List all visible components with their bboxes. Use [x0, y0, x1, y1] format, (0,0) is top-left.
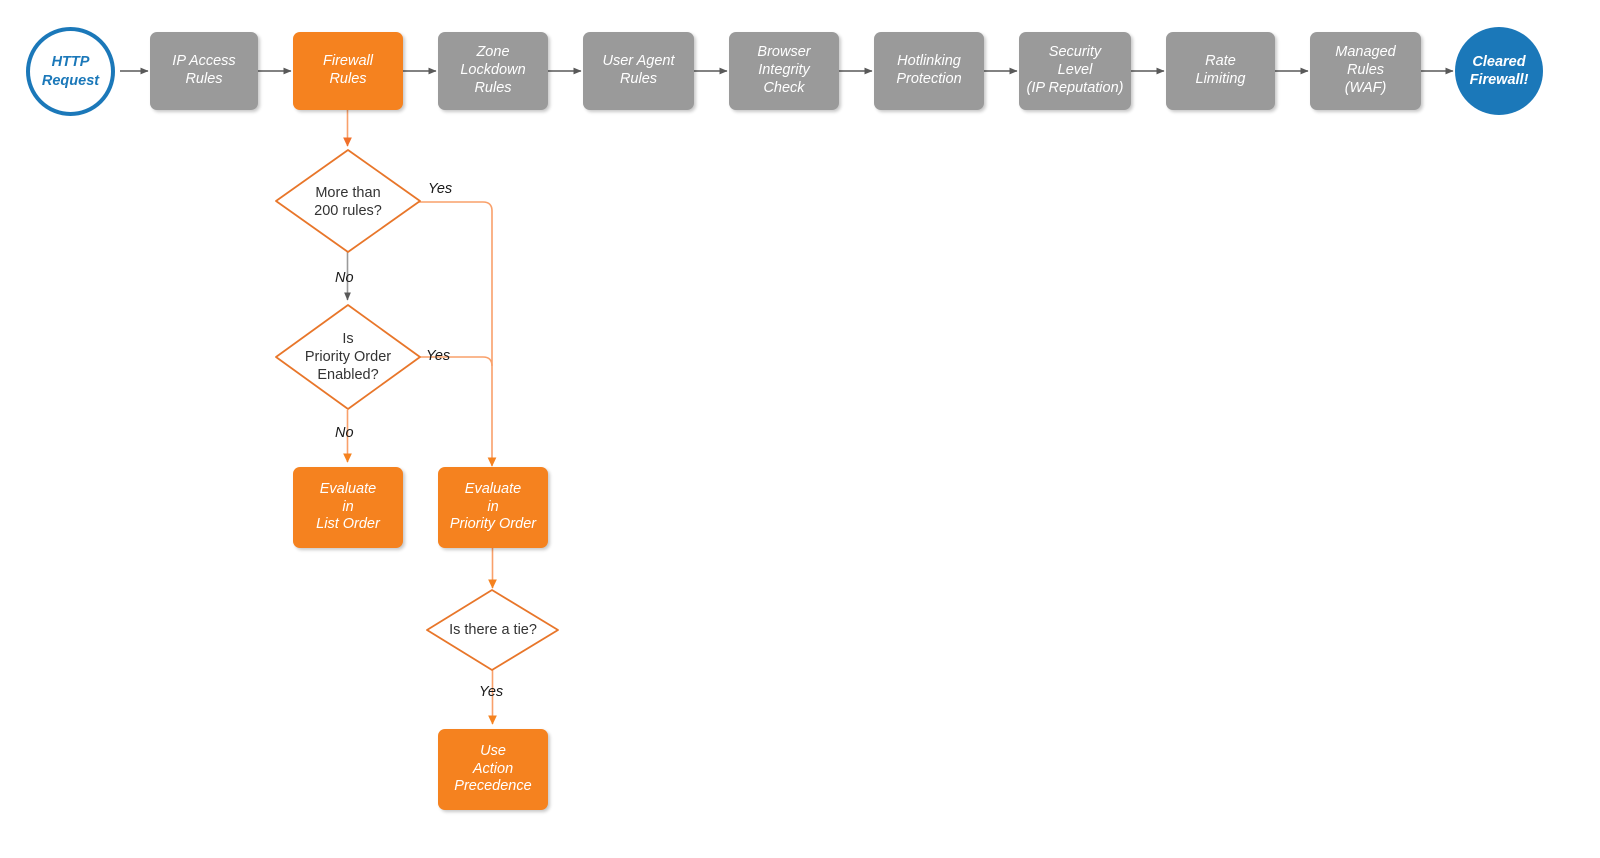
node-security-level-label: Security Level (IP Reputation)	[1026, 44, 1124, 96]
node-user-agent-rules[interactable]: User Agent Rules	[583, 32, 694, 110]
decision-shapes	[275, 149, 559, 671]
node-ip-access-rules-label: IP Access Rules	[172, 53, 236, 87]
node-user-agent-rules-label: User Agent Rules	[602, 53, 675, 87]
node-hotlinking-protection-label: Hotlinking Protection	[896, 53, 962, 87]
node-managed-rules-waf-label: Managed Rules (WAF)	[1335, 44, 1396, 96]
node-evaluate-in-priority-order-label: Evaluate in Priority Order	[449, 480, 537, 533]
node-rate-limiting[interactable]: Rate Limiting	[1166, 32, 1275, 110]
decision-shape-more-than-200-rules[interactable]	[275, 149, 421, 253]
node-use-action-precedence[interactable]: Use Action Precedence	[438, 729, 548, 810]
node-cleared-firewall[interactable]: Cleared Firewall!	[1455, 27, 1543, 115]
decision-shape-is-priority-order-enabled[interactable]	[275, 304, 421, 410]
node-hotlinking-protection[interactable]: Hotlinking Protection	[874, 32, 984, 110]
edge-label-priority-order-no: No	[335, 425, 354, 441]
edge-label-priority-order-yes: Yes	[426, 348, 451, 364]
node-rate-limiting-label: Rate Limiting	[1195, 53, 1246, 87]
node-browser-integrity-check[interactable]: Browser Integrity Check	[729, 32, 839, 110]
node-http-request-label: HTTP Request	[41, 54, 100, 89]
node-evaluate-in-list-order-label: Evaluate in List Order	[316, 480, 380, 533]
node-evaluate-in-list-order[interactable]: Evaluate in List Order	[293, 467, 403, 548]
node-firewall-rules-label: Firewall Rules	[323, 53, 373, 87]
edge-priority-order-yes	[418, 356, 493, 367]
node-browser-integrity-check-label: Browser Integrity Check	[757, 44, 811, 96]
edge-label-tie-yes: Yes	[479, 684, 504, 700]
node-ip-access-rules[interactable]: IP Access Rules	[150, 32, 258, 110]
node-managed-rules-waf[interactable]: Managed Rules (WAF)	[1310, 32, 1421, 110]
node-zone-lockdown-rules-label: Zone Lockdown Rules	[460, 44, 526, 96]
node-zone-lockdown-rules[interactable]: Zone Lockdown Rules	[438, 32, 548, 110]
edge-label-more-than-200-yes: Yes	[428, 181, 453, 197]
edge-label-more-than-200-no: No	[335, 270, 354, 286]
node-use-action-precedence-label: Use Action Precedence	[454, 742, 532, 795]
node-http-request[interactable]: HTTP Request	[26, 27, 115, 116]
edge-more-than-200-yes	[418, 201, 497, 467]
node-cleared-firewall-label: Cleared Firewall!	[1469, 53, 1529, 88]
node-evaluate-in-priority-order[interactable]: Evaluate in Priority Order	[438, 467, 548, 548]
node-security-level[interactable]: Security Level (IP Reputation)	[1019, 32, 1131, 110]
node-firewall-rules[interactable]: Firewall Rules	[293, 32, 403, 110]
decision-shape-is-there-a-tie[interactable]	[426, 589, 559, 671]
